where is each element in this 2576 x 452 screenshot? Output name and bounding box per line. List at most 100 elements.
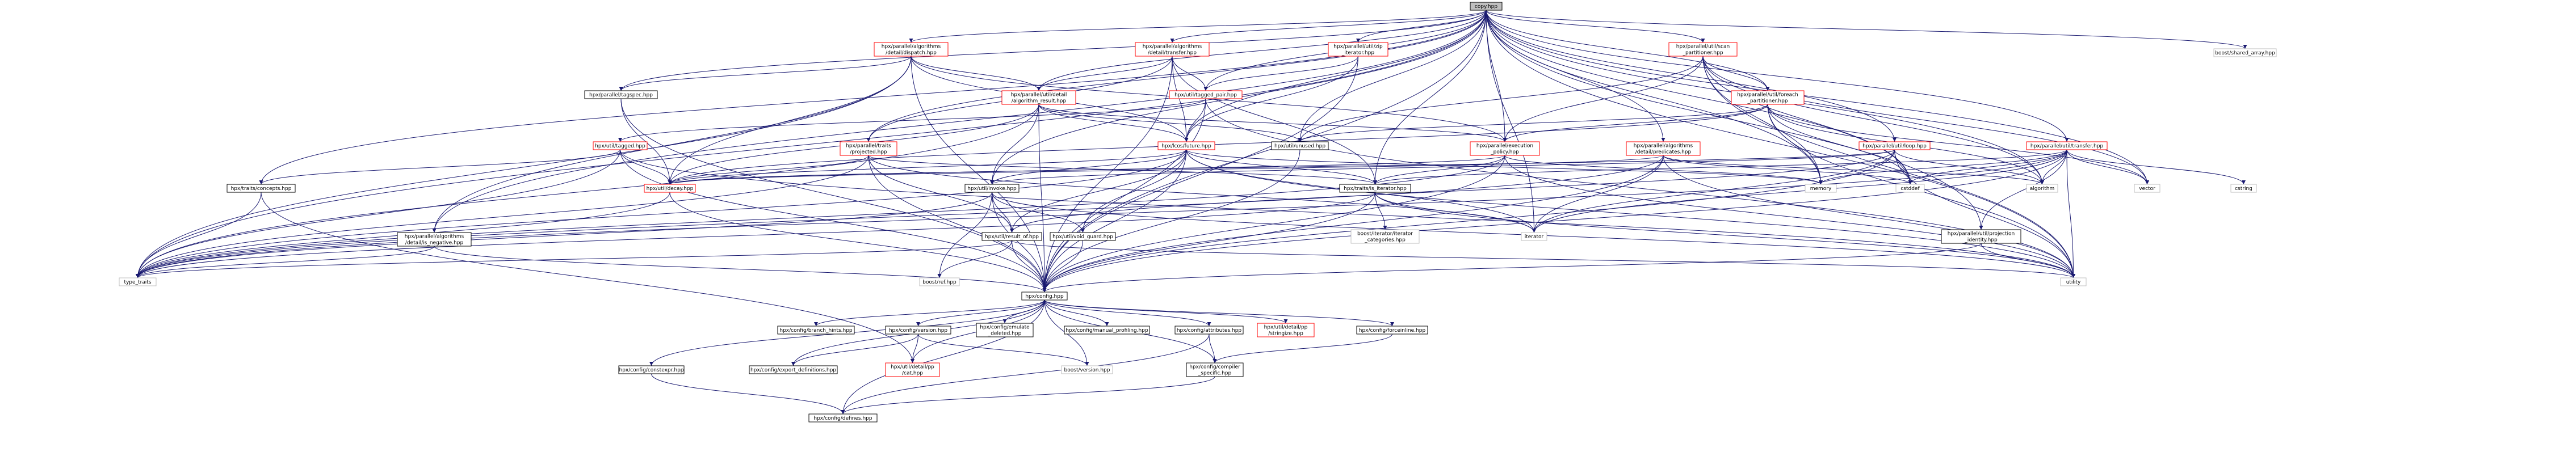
node-algorithm_result[interactable]: hpx/parallel/util/detail/algorithm_resul… xyxy=(1001,90,1076,105)
node-zip_iterator[interactable]: hpx/parallel/util/zip_iterator.hpp xyxy=(1328,42,1388,57)
edge-transfer_alg-to-tagged_pair xyxy=(1172,56,1208,91)
node-dispatch[interactable]: hpx/parallel/algorithms/detail/dispatch.… xyxy=(874,42,949,57)
edge-is_negative-to-type_traits xyxy=(136,246,435,278)
node-copy[interactable]: copy.hpp xyxy=(1470,2,1503,11)
node-label-pp_cat: hpx/util/detail/pp xyxy=(891,365,934,370)
edge-version-to-pp_cat xyxy=(911,333,918,364)
node-decay[interactable]: hpx/util/decay.hpp xyxy=(644,184,696,193)
node-label-stringize: hpx/util/detail/pp xyxy=(1264,325,1308,331)
edge-foreach_partitioner-to-unused xyxy=(1298,104,1768,142)
node-label-scan_partitioner: _partitioner.hpp xyxy=(1682,50,1723,56)
edge-transfer_util-to-memory xyxy=(1819,149,2067,185)
edge-algorithm_result-to-unused xyxy=(1038,104,1302,142)
node-box-algorithm_result xyxy=(1001,90,1076,105)
node-transfer_alg[interactable]: hpx/parallel/algorithms/detail/transfer.… xyxy=(1135,42,1210,57)
edge-tagspec-to-config xyxy=(620,98,1047,293)
node-label-branch_hints: hpx/config/branch_hints.hpp xyxy=(779,328,853,333)
node-box-result_of xyxy=(981,232,1042,241)
edge-compiler_specific-to-defines xyxy=(841,376,1215,415)
node-box-boost_ref xyxy=(919,277,960,286)
node-execution_policy[interactable]: hpx/parallel/execution_policy.hpp xyxy=(1470,141,1540,156)
node-tagged[interactable]: hpx/util/tagged.hpp xyxy=(593,141,648,150)
node-defines[interactable]: hpx/config/defines.hpp xyxy=(808,413,878,423)
node-is_negative[interactable]: hpx/parallel/algorithms/detail/is_negati… xyxy=(397,232,472,247)
node-box-version xyxy=(885,326,951,335)
node-pp_cat[interactable]: hpx/util/detail/pp/cat.hpp xyxy=(885,362,940,377)
node-tagged_pair[interactable]: hpx/util/tagged_pair.hpp xyxy=(1169,90,1243,99)
node-label-utility: utility xyxy=(2066,280,2081,285)
node-result_of[interactable]: hpx/util/result_of.hpp xyxy=(981,232,1042,241)
node-box-is_negative xyxy=(397,232,472,247)
edge-loop-to-utility xyxy=(1894,149,2075,278)
edge-copy-to-execution_policy xyxy=(1486,10,1507,142)
node-predicates[interactable]: hpx/parallel/algorithms/detail/predicate… xyxy=(1626,141,1701,156)
node-forceinline[interactable]: hpx/config/forceinline.hpp xyxy=(1356,326,1428,335)
node-label-export_definitions: hpx/config/export_definitions.hpp xyxy=(750,367,836,373)
edge-copy-to-cstddef xyxy=(1486,10,1912,185)
node-export_definitions[interactable]: hpx/config/export_definitions.hpp xyxy=(749,365,838,374)
edge-copy-to-iterator xyxy=(1486,10,1536,233)
edge-config-to-forceinline xyxy=(1044,299,1394,327)
node-loop[interactable]: hpx/parallel/util/loop.hpp xyxy=(1858,141,1931,150)
edge-is_iterator-to-type_traits xyxy=(136,192,1375,278)
node-void_guard[interactable]: hpx/util/void_guard.hpp xyxy=(1050,232,1116,241)
node-unused[interactable]: hpx/util/unused.hpp xyxy=(1271,141,1329,150)
node-tagspec[interactable]: hpx/parallel/tagspec.hpp xyxy=(584,90,658,99)
edge-copy-to-is_negative xyxy=(432,10,1487,233)
node-label-execution_policy: hpx/parallel/execution xyxy=(1476,143,1533,149)
edge-projected-to-is_iterator xyxy=(868,155,1377,185)
node-transfer_util[interactable]: hpx/parallel/util/transfer.hpp xyxy=(2026,141,2108,150)
node-compiler_specific[interactable]: hpx/config/compiler_specific.hpp xyxy=(1186,362,1244,377)
node-is_iterator[interactable]: hpx/traits/is_iterator.hpp xyxy=(1339,184,1411,193)
node-type_traits: type_traits xyxy=(119,277,157,286)
edge-is_iterator-to-iterator_categories xyxy=(1375,192,1387,230)
node-box-tagspec xyxy=(584,90,658,99)
node-constexpr[interactable]: hpx/config/constexpr.hpp xyxy=(618,365,685,374)
node-foreach_partitioner[interactable]: hpx/parallel/util/foreach_partitioner.hp… xyxy=(1731,90,1805,105)
edge-version-to-boost_version xyxy=(918,333,1089,366)
edge-scan_partitioner-to-unused xyxy=(1298,56,1704,142)
edge-copy-to-utility xyxy=(1486,10,2075,278)
edge-dispatch-to-algorithm_result xyxy=(911,56,1041,91)
node-version[interactable]: hpx/config/version.hpp xyxy=(885,326,951,335)
node-lcos_future[interactable]: hpx/lcos/future.hpp xyxy=(1157,141,1215,150)
node-stringize[interactable]: hpx/util/detail/pp/stringize.hpp xyxy=(1257,323,1315,337)
node-attributes[interactable]: hpx/config/attributes.hpp xyxy=(1174,326,1244,335)
node-label-is_negative: hpx/parallel/algorithms xyxy=(405,234,464,240)
node-box-transfer_util xyxy=(2026,141,2108,150)
edge-copy-to-projected xyxy=(866,10,1487,142)
node-projection_identity[interactable]: hpx/parallel/util/projection_identity.hp… xyxy=(1941,229,2021,244)
node-label-zip_iterator: _iterator.hpp xyxy=(1341,50,1374,56)
edge-loop-to-config xyxy=(1042,149,1895,293)
edge-lcos_future-to-memory xyxy=(1186,149,1823,185)
node-box-cstddef xyxy=(1895,184,1925,193)
node-label-manual_profiling: hpx/config/manual_profiling.hpp xyxy=(1065,328,1148,333)
edge-attributes-to-defines xyxy=(841,333,1210,415)
node-concepts[interactable]: hpx/traits/concepts.hpp xyxy=(226,184,296,193)
node-emulate_deleted[interactable]: hpx/config/emulate_deleted.hpp xyxy=(976,323,1034,337)
edge-forceinline-to-compiler_specific xyxy=(1213,333,1392,364)
node-label-concepts: hpx/traits/concepts.hpp xyxy=(231,186,292,192)
node-label-algorithm: algorithm xyxy=(2030,186,2054,192)
node-label-cstddef: cstddef xyxy=(1900,186,1920,192)
node-scan_partitioner[interactable]: hpx/parallel/util/scan_partitioner.hpp xyxy=(1668,42,1738,57)
node-label-emulate_deleted: hpx/config/emulate xyxy=(980,325,1030,331)
edge-attributes-to-compiler_specific xyxy=(1209,333,1217,364)
edge-loop-to-algorithm xyxy=(1894,149,2044,185)
edge-copy-to-transfer_alg xyxy=(1170,10,1487,43)
node-label-boost_version: boost/version.hpp xyxy=(1064,367,1110,373)
node-label-copy: copy.hpp xyxy=(1475,4,1497,10)
node-manual_profiling[interactable]: hpx/config/manual_profiling.hpp xyxy=(1064,326,1150,335)
node-label-config: hpx/config.hpp xyxy=(1025,294,1064,299)
edge-dispatch-to-config xyxy=(911,56,1047,293)
edge-transfer_util-to-projection_identity xyxy=(1979,149,2067,230)
node-projected[interactable]: hpx/parallel/traits/projected.hpp xyxy=(840,141,897,156)
node-box-execution_policy xyxy=(1470,141,1540,156)
node-box-constexpr xyxy=(618,365,685,374)
node-branch_hints[interactable]: hpx/config/branch_hints.hpp xyxy=(777,326,855,335)
node-config[interactable]: hpx/config.hpp xyxy=(1021,292,1068,301)
node-label-loop: hpx/parallel/util/loop.hpp xyxy=(1862,143,1927,149)
node-boost_version: boost/version.hpp xyxy=(1061,365,1113,374)
edge-decay-to-config xyxy=(669,192,1047,293)
node-invoke[interactable]: hpx/util/invoke.hpp xyxy=(964,184,1020,193)
